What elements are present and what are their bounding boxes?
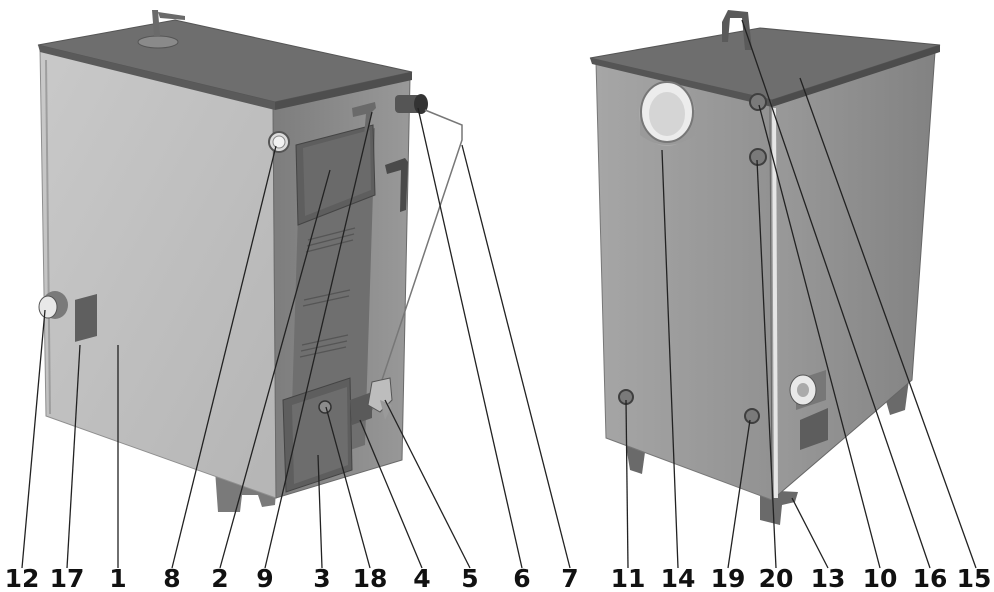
lower-fitting	[744, 408, 760, 424]
rear-side-panel	[769, 51, 936, 502]
leader-16	[741, 19, 931, 569]
leader-lines	[21, 19, 977, 569]
leader-10	[758, 104, 881, 569]
callout-11: 11	[611, 564, 646, 592]
ash-door	[282, 377, 353, 493]
draught-regulator	[395, 94, 428, 114]
leader-20	[756, 159, 777, 569]
leader-7	[461, 144, 571, 569]
callout-8: 8	[163, 564, 180, 592]
front-side-view	[37, 10, 463, 512]
callout-13: 13	[811, 564, 846, 592]
callout-labels: 12 17 1 8 2 9 3 18 4 5 6 7 11 14 19 20 1…	[5, 564, 992, 592]
flue-outlet	[137, 10, 185, 49]
leader-19	[727, 419, 751, 569]
callout-17: 17	[50, 564, 85, 592]
leader-9	[264, 111, 373, 569]
thermometer	[268, 131, 290, 153]
callout-3: 3	[313, 564, 330, 592]
leader-3	[317, 454, 323, 569]
leader-12	[21, 309, 46, 569]
callout-14: 14	[661, 564, 696, 592]
leader-15	[799, 77, 977, 569]
callout-2: 2	[211, 564, 228, 592]
callout-9: 9	[256, 564, 273, 592]
callout-15: 15	[957, 564, 992, 592]
flue-pipe	[639, 81, 695, 146]
side-hatch	[800, 408, 828, 450]
side-drain-valve	[789, 370, 826, 410]
leader-5	[384, 399, 471, 569]
leader-14	[661, 149, 679, 569]
drain-valve	[38, 291, 68, 319]
callout-20: 20	[759, 564, 794, 592]
callout-18: 18	[353, 564, 388, 592]
draught-lever	[352, 102, 376, 136]
callout-7: 7	[561, 564, 578, 592]
leader-8	[171, 145, 277, 569]
upper-door-handle	[385, 158, 408, 212]
flue-handle	[722, 10, 752, 50]
callout-5: 5	[461, 564, 478, 592]
callout-12: 12	[5, 564, 40, 592]
upper-fitting	[749, 148, 767, 166]
leader-11	[625, 399, 629, 569]
callout-6: 6	[513, 564, 530, 592]
upper-loading-door	[295, 124, 376, 226]
callout-16: 16	[913, 564, 948, 592]
air-damper-knob	[318, 400, 332, 414]
callout-1: 1	[109, 564, 126, 592]
front-ribs	[299, 227, 356, 358]
leader-13	[791, 497, 829, 569]
callout-4: 4	[413, 564, 430, 592]
callout-10: 10	[863, 564, 898, 592]
rear-side-view	[589, 10, 941, 525]
leader-2	[219, 169, 331, 569]
leader-18	[325, 406, 371, 569]
leader-17	[66, 344, 81, 569]
regulator-chain	[371, 109, 463, 411]
leader-4	[359, 419, 423, 569]
callout-19: 19	[711, 564, 746, 592]
air-flap	[350, 377, 393, 425]
cleaning-hatch	[75, 294, 97, 342]
supply-fitting	[749, 93, 767, 111]
leader-6	[417, 107, 523, 569]
